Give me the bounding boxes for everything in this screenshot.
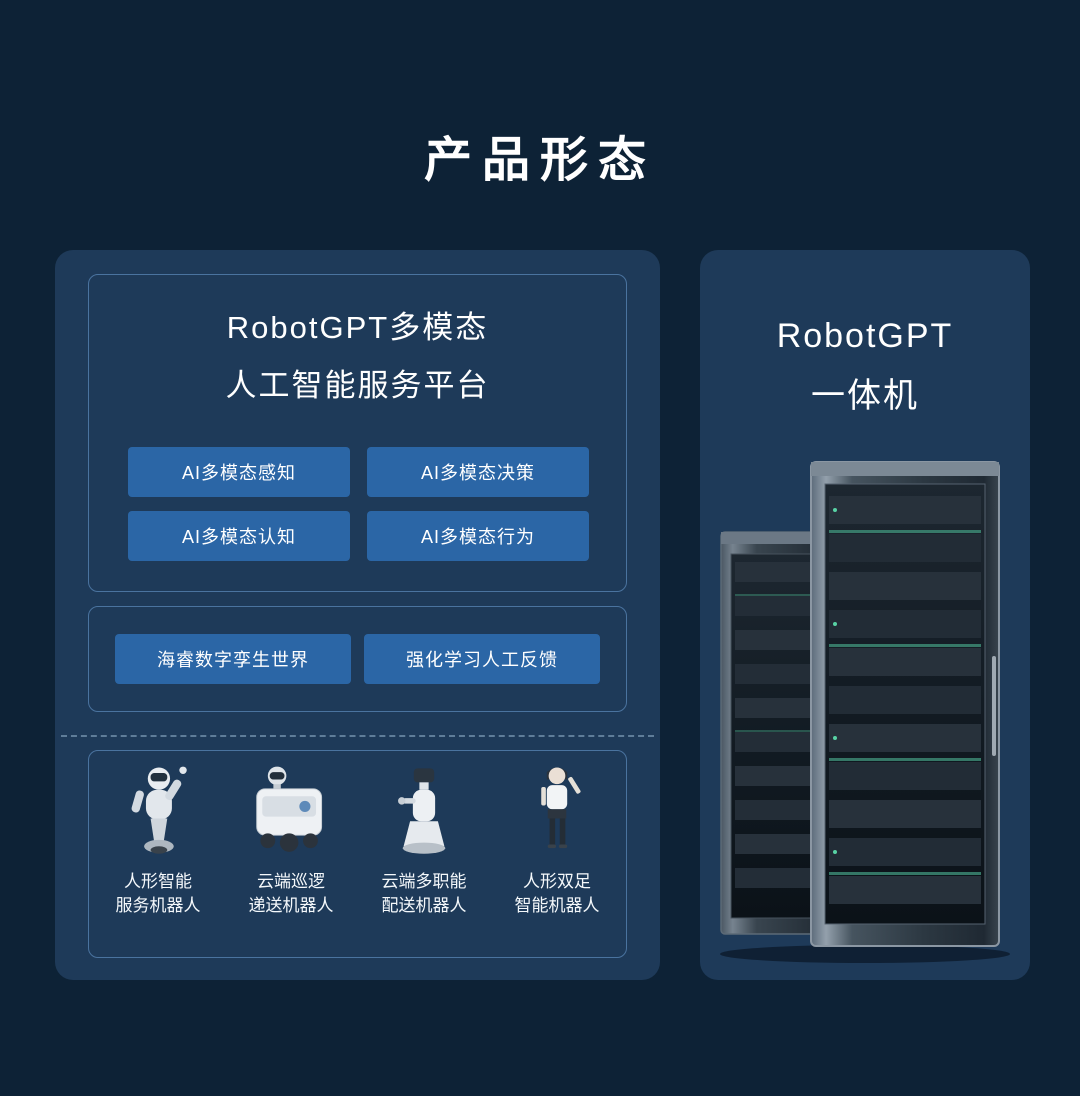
robots-box: 人形智能 服务机器人 云端巡逻 递送机器 [88, 750, 627, 958]
capability-button-behavior: AI多模态行为 [367, 511, 589, 561]
platform-tools-box: 海睿数字孪生世界 强化学习人工反馈 [88, 606, 627, 712]
appliance-panel: RobotGPT 一体机 [700, 250, 1030, 980]
robot-item-humanoid-service: 人形智能 服务机器人 [94, 761, 222, 918]
appliance-title: RobotGPT 一体机 [700, 250, 1030, 426]
appliance-title-line2: 一体机 [811, 377, 919, 415]
platform-title: RobotGPT多模态 人工智能服务平台 [89, 275, 626, 415]
robot-item-bipedal-humanoid: 人形双足 智能机器人 [493, 761, 621, 918]
page-title: 产品形态 [423, 134, 656, 187]
server-racks-image [715, 446, 1015, 966]
platform-panel: RobotGPT多模态 人工智能服务平台 AI多模态感知 AI多模态决策 AI多… [55, 250, 660, 980]
capability-button-decision: AI多模态决策 [367, 447, 589, 497]
robot-caption: 云端多职能 配送机器人 [381, 872, 467, 915]
bipedal-humanoid-robot-image [541, 767, 581, 849]
appliance-title-line1: RobotGPT [776, 317, 954, 355]
robot-caption: 人形双足 智能机器人 [514, 872, 600, 915]
tool-button-digital-twin: 海睿数字孪生世界 [115, 634, 351, 684]
capability-button-cognition: AI多模态认知 [128, 511, 350, 561]
robot-item-multirole-delivery: 云端多职能 配送机器人 [360, 761, 488, 918]
platform-core-box: RobotGPT多模态 人工智能服务平台 AI多模态感知 AI多模态决策 AI多… [88, 274, 627, 592]
capability-button-perception: AI多模态感知 [128, 447, 350, 497]
robot-caption: 云端巡逻 递送机器人 [248, 872, 334, 915]
dashed-divider [61, 735, 654, 737]
patrol-delivery-robot-image [256, 766, 323, 852]
capability-grid: AI多模态感知 AI多模态决策 AI多模态认知 AI多模态行为 [128, 447, 589, 561]
server-racks-svg [720, 461, 1010, 963]
tool-button-rlhf: 强化学习人工反馈 [364, 634, 600, 684]
bottom-white-strip [0, 1096, 1080, 1106]
robot-item-patrol-delivery: 云端巡逻 递送机器人 [227, 761, 355, 918]
platform-title-line1: RobotGPT多模态 [226, 310, 489, 345]
robot-caption: 人形智能 服务机器人 [115, 872, 201, 915]
humanoid-service-robot-image [131, 766, 187, 854]
multirole-delivery-robot-image [398, 768, 446, 854]
platform-title-line2: 人工智能服务平台 [225, 368, 490, 403]
